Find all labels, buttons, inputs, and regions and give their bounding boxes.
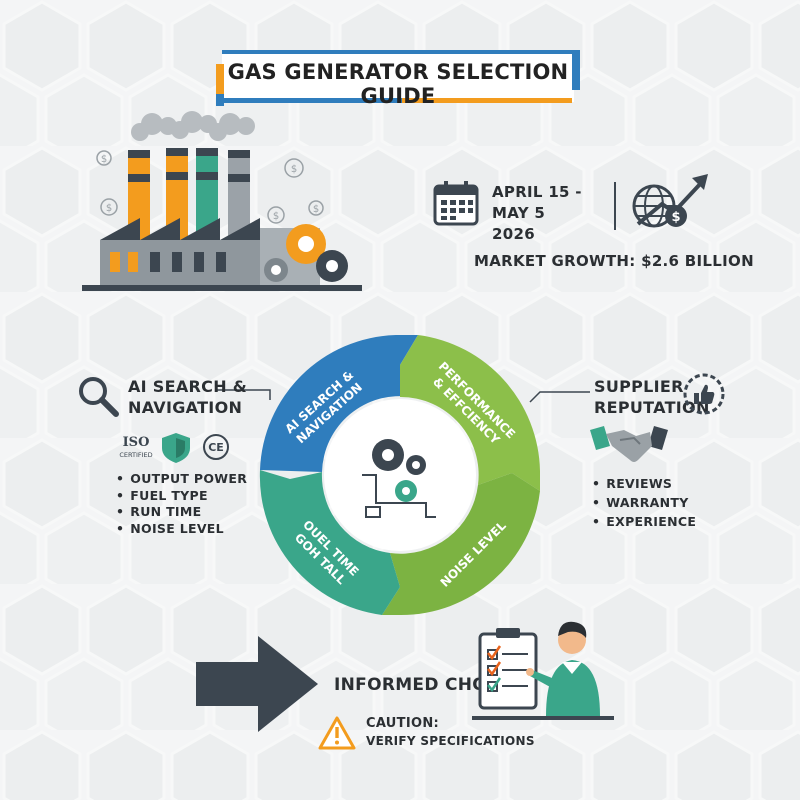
gear-icon: [264, 224, 348, 282]
market-growth: MARKET GROWTH: $2.6 BILLION: [474, 252, 754, 270]
shield-icon: [162, 433, 190, 463]
divider: [614, 182, 616, 230]
svg-text:$: $: [291, 164, 297, 175]
caution-title: CAUTION:: [366, 716, 439, 731]
list-item: FUEL TYPE: [116, 488, 247, 505]
person-checklist-icon: [472, 621, 614, 720]
list-item: WARRANTY: [592, 493, 696, 512]
ai-search-heading: AI SEARCH & NAVIGATION: [128, 376, 247, 418]
cycle-segment-ai-search: [260, 335, 418, 472]
list-item: NOISE LEVEL: [116, 521, 247, 538]
cycle-segment-fuel-time: [259, 470, 400, 615]
ai-search-heading-line1: AI SEARCH &: [128, 377, 248, 396]
magnifier-icon: [79, 377, 119, 417]
ce-badge: CE: [208, 441, 224, 454]
title-banner-frame: [216, 50, 580, 106]
svg-text:$: $: [106, 203, 112, 214]
handshake-icon: [590, 426, 668, 462]
features-list: OUTPUT POWER FUEL TYPE RUN TIME NOISE LE…: [116, 471, 247, 537]
warning-icon: [318, 716, 356, 750]
dollar-coin-icon: [96, 150, 324, 224]
svg-text:$: $: [313, 204, 319, 215]
supplier-heading-line2: REPUTATION: [594, 398, 710, 417]
selection-cycle: AI SEARCH &NAVIGATION PERFORMANCE& EFFCI…: [259, 335, 540, 616]
page-title: GAS GENERATOR SELECTION GUIDE: [227, 60, 569, 108]
ai-search-heading-line2: NAVIGATION: [128, 398, 243, 417]
event-dates-line2: 2026: [492, 225, 535, 243]
iso-certified-label: CERTIFIED: [119, 451, 152, 459]
caution-message: VERIFY SPECIFICATIONS: [366, 734, 535, 748]
title-banner: GAS GENERATOR SELECTION GUIDE: [212, 46, 584, 110]
factory-icon: $ $ $ $ $: [82, 111, 362, 291]
cycle-segment-performance: [400, 335, 540, 491]
informed-choice-label: INFORMED CHOICE: [334, 675, 519, 695]
list-item: EXPERIENCE: [592, 512, 696, 531]
supplier-reputation-heading: SUPPLIER REPUTATION: [594, 376, 710, 418]
svg-text:$: $: [671, 210, 680, 225]
svg-text:$: $: [273, 211, 279, 222]
certification-badges: ISO CERTIFIED CE: [119, 433, 229, 463]
event-dates-line1: APRIL 15 - MAY 5: [492, 183, 582, 222]
list-item: REVIEWS: [592, 474, 696, 493]
cycle-segment-noise-level: [382, 473, 540, 616]
event-dates: APRIL 15 - MAY 5 2026: [492, 182, 612, 245]
list-item: RUN TIME: [116, 504, 247, 521]
arrow-right-icon: [196, 636, 318, 732]
gear-icon: [362, 439, 436, 518]
supplier-criteria-list: REVIEWS WARRANTY EXPERIENCE: [592, 474, 696, 531]
calendar-icon: [433, 181, 479, 226]
globe-growth-icon: $: [632, 174, 708, 228]
list-item: OUTPUT POWER: [116, 471, 247, 488]
supplier-heading-line1: SUPPLIER: [594, 377, 684, 396]
iso-badge: ISO: [123, 435, 150, 450]
svg-text:$: $: [101, 154, 107, 165]
thumbs-up-icon: [683, 373, 725, 415]
